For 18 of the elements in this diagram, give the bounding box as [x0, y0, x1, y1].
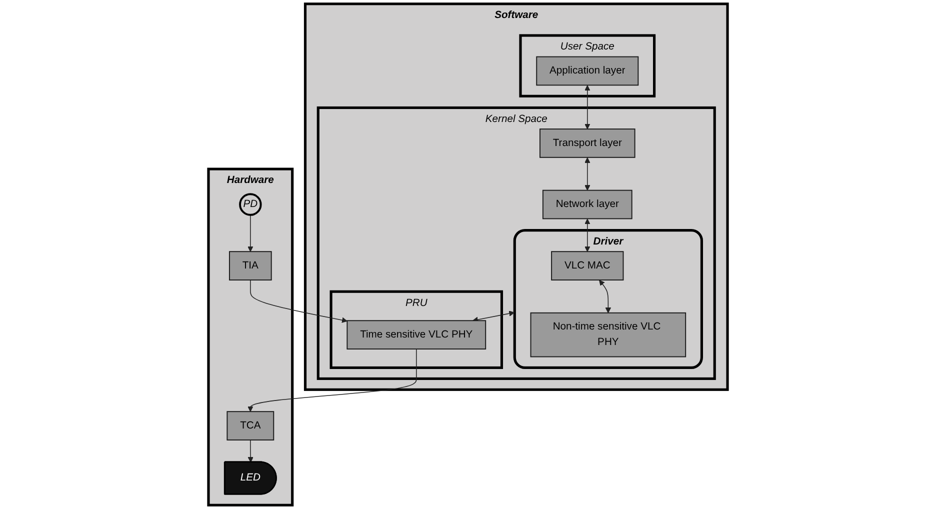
arrow	[584, 157, 590, 191]
node-box: TIA	[228, 251, 272, 280]
arrow	[472, 310, 515, 322]
node-box: Time sensitive VLC PHY	[346, 320, 486, 350]
arrow	[250, 280, 348, 323]
node-box: Non-time sensitive VLC PHY	[530, 312, 686, 358]
arrow	[248, 440, 254, 462]
node-box: VLC MAC	[551, 251, 624, 280]
arrow	[248, 348, 417, 412]
arrow	[584, 218, 590, 252]
node-box: TCA	[226, 411, 274, 440]
arrow	[584, 85, 590, 130]
node-box: Transport layer	[539, 128, 636, 158]
arrow	[599, 280, 611, 314]
node-box: Network layer	[542, 190, 632, 220]
arrow	[248, 214, 254, 252]
node-circle: PD	[239, 193, 262, 216]
node-box: Application layer	[536, 56, 639, 86]
